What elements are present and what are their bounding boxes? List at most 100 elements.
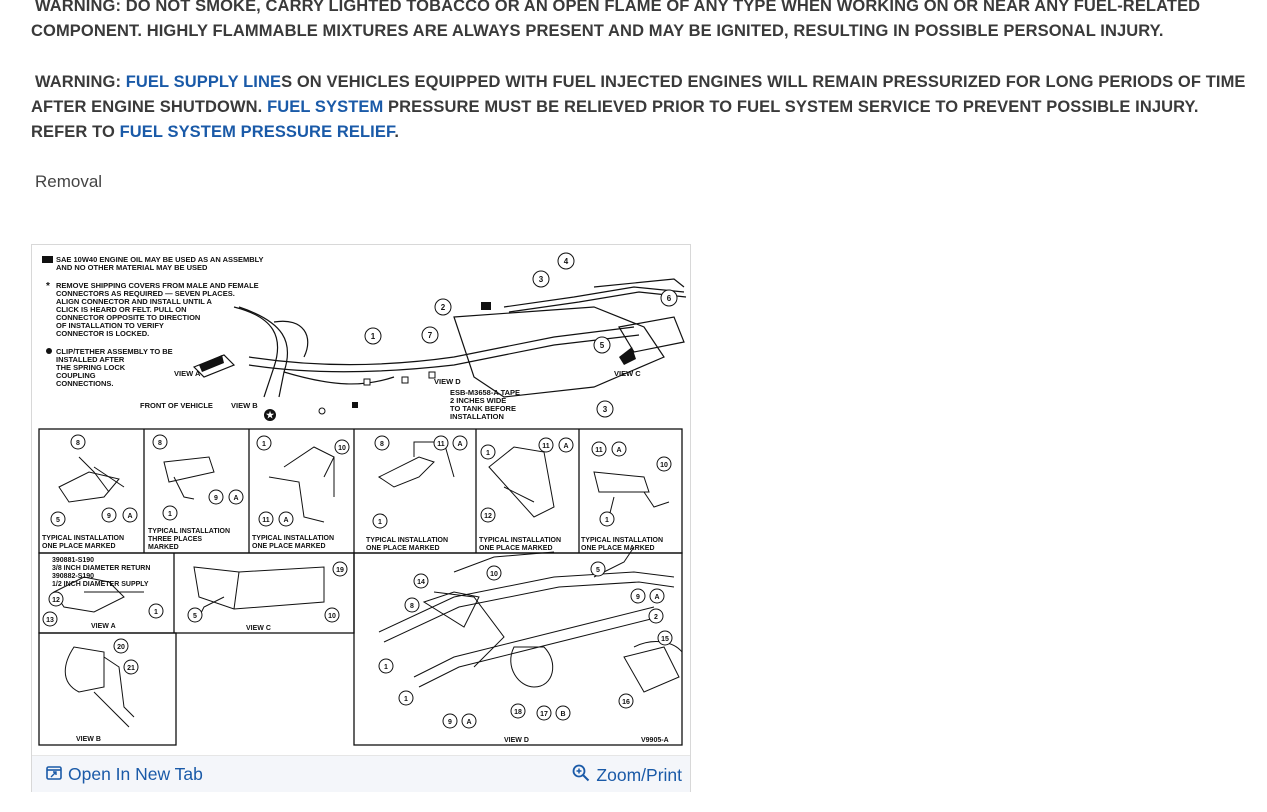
section-heading-removal: Removal	[35, 172, 103, 191]
figure-code: V9905-A	[641, 737, 669, 744]
fuel-system-pressure-relief-link[interactable]: FUEL SYSTEM PRESSURE RELIEF	[119, 123, 395, 141]
fire-warning-line2: COMPONENT. HIGHLY FLAMMABLE MIXTURES ARE…	[31, 22, 1164, 40]
caption-one-place-6: ONE PLACE MARKED	[581, 545, 655, 552]
svg-text:A: A	[127, 513, 132, 520]
oil-note-marker	[42, 256, 53, 263]
tape-note-2: 2 INCHES WIDE	[450, 396, 506, 405]
caption-typ-4: TYPICAL INSTALLATION	[366, 537, 448, 544]
label-front-of-vehicle: FRONT OF VEHICLE	[140, 401, 213, 410]
svg-text:10: 10	[328, 613, 336, 620]
svg-text:1: 1	[605, 517, 609, 524]
svg-text:2: 2	[654, 614, 658, 621]
part-2-desc: 1/2 INCH DIAMETER SUPPLY	[52, 581, 149, 588]
zoom-print-button[interactable]: Zoom/Print	[572, 764, 682, 787]
pressure-warning-text2: PRESSURE MUST BE RELIEVED PRIOR TO FUEL …	[31, 98, 1199, 141]
svg-text:3: 3	[603, 405, 608, 414]
svg-text:8: 8	[380, 441, 384, 448]
svg-text:A: A	[654, 594, 659, 601]
caption-three-places: THREE PLACES	[148, 536, 202, 543]
svg-text:12: 12	[484, 513, 492, 520]
svg-text:1: 1	[262, 441, 266, 448]
svg-text:9: 9	[107, 513, 111, 520]
caption-one-place-3: ONE PLACE MARKED	[252, 543, 326, 550]
note-clip-2: INSTALLED AFTER	[56, 355, 125, 364]
svg-text:10: 10	[490, 571, 498, 578]
note-remove-2: CONNECTORS AS REQUIRED — SEVEN PLACES.	[56, 289, 235, 298]
fuel-line-diagram[interactable]: SAE 10W40 ENGINE OIL MAY BE USED AS AN A…	[34, 247, 688, 747]
svg-text:4: 4	[564, 257, 569, 266]
svg-text:5: 5	[193, 613, 197, 620]
zoom-in-icon	[572, 764, 590, 787]
svg-text:8: 8	[410, 603, 414, 610]
svg-text:12: 12	[52, 597, 60, 604]
svg-text:A: A	[457, 441, 462, 448]
svg-text:A: A	[563, 443, 568, 450]
clip-note-marker	[46, 348, 52, 354]
svg-text:19: 19	[336, 567, 344, 574]
tape-note-1: ESB-M3658-A TAPE	[450, 388, 520, 397]
svg-text:10: 10	[660, 462, 668, 469]
svg-text:★: ★	[266, 410, 275, 420]
note-remove-4: CLICK IS HEARD OR FELT. PULL ON	[56, 305, 187, 314]
caption-one-place-5: ONE PLACE MARKED	[479, 545, 553, 552]
note-clip-5: CONNECTIONS.	[56, 379, 114, 388]
fire-warning-line1: WARNING: DO NOT SMOKE, CARRY LIGHTED TOB…	[35, 0, 1201, 15]
note-clip-1: CLIP/TETHER ASSEMBLY TO BE	[56, 347, 173, 356]
note-remove-7: CONNECTOR IS LOCKED.	[56, 329, 149, 338]
svg-text:6: 6	[667, 294, 672, 303]
svg-text:17: 17	[540, 711, 548, 718]
tape-note-3: TO TANK BEFORE	[450, 404, 516, 413]
svg-text:8: 8	[158, 440, 162, 447]
note-remove-6: OF INSTALLATION TO VERIFY	[56, 321, 164, 330]
svg-text:1: 1	[168, 511, 172, 518]
caption-view-d: VIEW D	[504, 737, 529, 744]
svg-text:13: 13	[46, 617, 54, 624]
tape-note-4: INSTALLATION	[450, 412, 504, 421]
caption-typ-1: TYPICAL INSTALLATION	[42, 535, 124, 542]
note-clip-3: THE SPRING LOCK	[56, 363, 126, 372]
svg-text:8: 8	[76, 440, 80, 447]
note-clip-4: COUPLING	[56, 371, 96, 380]
svg-text:B: B	[560, 711, 565, 718]
caption-one-place-1: ONE PLACE MARKED	[42, 543, 116, 550]
svg-text:A: A	[466, 719, 471, 726]
open-new-tab-icon	[46, 764, 62, 785]
fuel-supply-line-link[interactable]: FUEL SUPPLY LINE	[125, 73, 282, 91]
label-view-b-top: VIEW B	[231, 401, 258, 410]
figure-footer: Open In New Tab Zoom/Print	[32, 755, 690, 792]
caption-typ-5: TYPICAL INSTALLATION	[479, 537, 561, 544]
pressure-warning-prefix: WARNING:	[35, 73, 126, 91]
pressure-warning: WARNING: FUEL SUPPLY LINES ON VEHICLES E…	[31, 70, 1246, 145]
svg-text:9: 9	[448, 719, 452, 726]
open-new-tab-button[interactable]: Open In New Tab	[46, 764, 203, 785]
zoom-print-label: Zoom/Print	[596, 765, 682, 785]
label-view-d-top: VIEW D	[434, 377, 461, 386]
part-1-desc: 3/8 INCH DIAMETER RETURN	[52, 565, 150, 572]
svg-text:A: A	[233, 495, 238, 502]
svg-text:5: 5	[56, 517, 60, 524]
fire-warning: WARNING: DO NOT SMOKE, CARRY LIGHTED TOB…	[31, 0, 1246, 44]
caption-marked: MARKED	[148, 544, 179, 551]
note-remove-5: CONNECTOR OPPOSITE TO DIRECTION	[56, 313, 200, 322]
caption-typ-6: TYPICAL INSTALLATION	[581, 537, 663, 544]
svg-text:1: 1	[154, 609, 158, 616]
caption-view-b: VIEW B	[76, 736, 101, 743]
svg-text:11: 11	[262, 517, 270, 524]
svg-text:18: 18	[514, 709, 522, 716]
svg-text:21: 21	[127, 665, 135, 672]
svg-text:3: 3	[539, 275, 544, 284]
svg-text:A: A	[283, 517, 288, 524]
pressure-warning-text1: S ON VEHICLES EQUIPPED WITH FUEL INJECTE…	[31, 73, 1246, 116]
svg-text:20: 20	[117, 644, 125, 651]
note-oil-1: SAE 10W40 ENGINE OIL MAY BE USED AS AN A…	[56, 255, 264, 264]
svg-text:7: 7	[428, 331, 433, 340]
svg-text:1: 1	[384, 664, 388, 671]
part-1: 390881-S190	[52, 557, 94, 564]
open-new-tab-label: Open In New Tab	[68, 764, 203, 784]
svg-text:1: 1	[371, 332, 376, 341]
svg-text:16: 16	[622, 699, 630, 706]
fuel-system-link[interactable]: FUEL SYSTEM	[267, 98, 384, 116]
pressure-warning-text3: .	[394, 123, 399, 141]
caption-typ-3: TYPICAL INSTALLATION	[252, 535, 334, 542]
caption-one-place-4: ONE PLACE MARKED	[366, 545, 440, 552]
